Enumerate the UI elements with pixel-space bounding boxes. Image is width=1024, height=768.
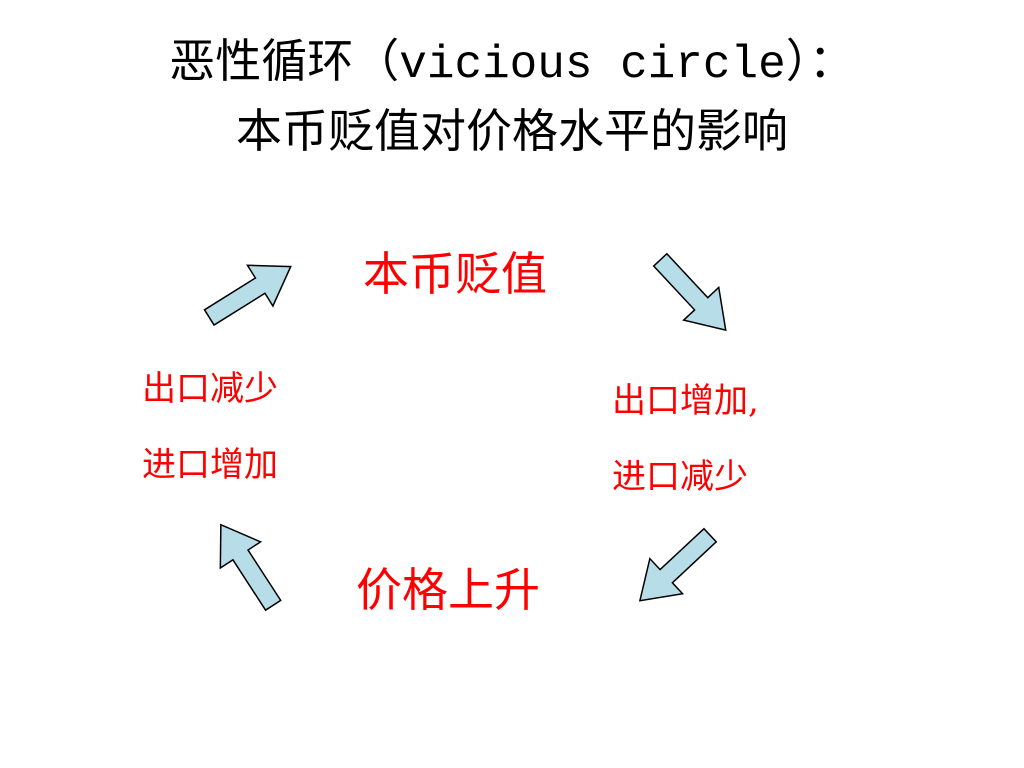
title-line-1-en: vicious circle — [399, 39, 786, 91]
title-line-2: 本币贬值对价格水平的影响 — [236, 104, 788, 158]
cycle-node-exports-up-imports-down: 出口增加, 进口减少 — [612, 380, 759, 498]
arrow-up-left-icon — [199, 510, 295, 620]
cycle-node-right-line-2: 进口减少 — [612, 457, 748, 497]
cycle-node-currency-depreciation: 本币贬值 — [363, 247, 547, 301]
slide-title: 恶性循环（vicious circle）： 本币贬值对价格水平的影响 — [0, 28, 1024, 164]
cycle-node-left-line-1: 出口减少 — [142, 369, 278, 409]
cycle-node-exports-down-imports-up: 出口减少 进口增加 — [142, 368, 278, 486]
cycle-node-right-line-1: 出口增加, — [612, 381, 759, 421]
title-line-1-end: ）： — [785, 34, 855, 88]
arrow-down-left-icon — [622, 516, 728, 620]
arrow-up-right-icon — [195, 245, 305, 339]
title-line-1-cn: 恶性循环（ — [169, 34, 400, 88]
title-line-1: 恶性循环（vicious circle）： — [0, 28, 1024, 98]
cycle-node-price-rise: 价格上升 — [356, 563, 540, 617]
arrow-down-right-icon — [641, 242, 745, 348]
cycle-node-left-line-2: 进口增加 — [142, 445, 278, 485]
